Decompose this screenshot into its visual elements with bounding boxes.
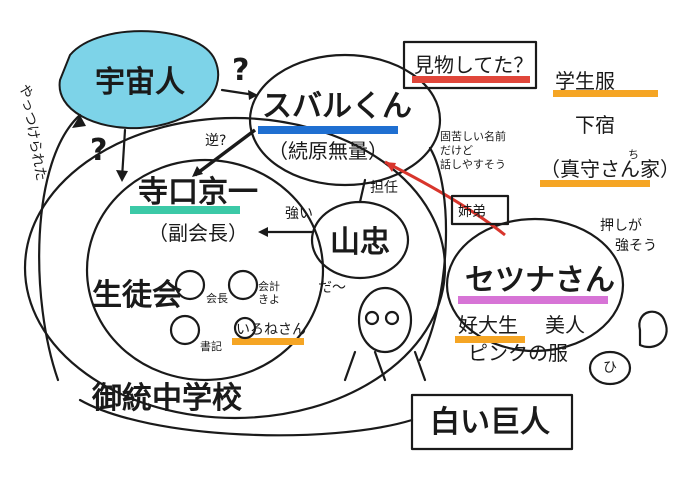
geshuku-underline: [540, 180, 650, 187]
note-formal-1: 固苦しい名前: [440, 129, 506, 143]
kaikei-label: 会計: [258, 279, 280, 293]
chan-mark: ち: [628, 148, 639, 161]
setsu-detail-3: ピンクの服: [468, 341, 568, 365]
uchujin-label: 宇宙人: [95, 65, 185, 100]
tsuyoi-label: 強い: [285, 206, 313, 222]
subaru-label: スバルくん: [262, 89, 412, 124]
kenbutsu-label: 見物してた？: [414, 53, 533, 77]
note-oshi-1: 押しが: [600, 218, 642, 234]
setsu-label: セツナさん: [465, 263, 615, 298]
kaichou-label: 会長: [206, 292, 228, 305]
kaikei-face-icon: [229, 271, 257, 299]
kaikei-sub-label: きよ: [258, 293, 280, 306]
gakuran-label: 学生服: [555, 69, 615, 93]
kyoichi-role: （副会長）: [148, 221, 248, 245]
nurse-label: いろねさん: [236, 322, 306, 338]
seitokai-label: 生徒会: [92, 278, 182, 313]
setsu-detail-1: 好大生: [458, 313, 518, 337]
yattsuke-label: やっつけられた: [16, 83, 49, 182]
subaru-realname: （続原無量）: [268, 139, 388, 163]
question-mark-2: ?: [90, 133, 107, 168]
yamatada-label: 山忠: [330, 225, 390, 260]
geshuku-place: （真守さん家）: [540, 157, 680, 181]
shoki-label: 書記: [200, 339, 222, 353]
kyoudai-label: 姉弟: [458, 204, 486, 220]
arrow-head-down: [116, 170, 128, 182]
shoki-face-icon: [171, 316, 199, 344]
geshuku-label: 下宿: [575, 113, 615, 137]
subaru-school-line: [420, 148, 446, 360]
setsu-detail-2: 美人: [545, 313, 585, 337]
kenbutsu-underline: [412, 76, 530, 83]
school-label: 御統中学校: [91, 381, 242, 416]
note-formal-3: 話しやすそう: [440, 157, 506, 171]
tannin-label: 担任: [370, 180, 398, 196]
small-face-text: ひ: [603, 360, 617, 376]
note-oshi-2: 強そう: [615, 238, 657, 254]
gyaku-label: 逆?: [205, 133, 226, 149]
white-giant-label: 白い巨人: [430, 405, 550, 440]
daa-label: だ〜: [318, 280, 346, 296]
teacher-figure-icon: [345, 288, 425, 380]
subaru-underline: [258, 126, 398, 134]
arrow-head-yamatada: [258, 227, 268, 237]
nurse-underline: [232, 338, 304, 345]
duck-doodle-icon: [639, 312, 666, 347]
note-formal-2: だけど: [440, 144, 473, 157]
question-mark-1: ?: [232, 53, 249, 88]
kyoichi-label: 寺口京一: [138, 175, 258, 210]
